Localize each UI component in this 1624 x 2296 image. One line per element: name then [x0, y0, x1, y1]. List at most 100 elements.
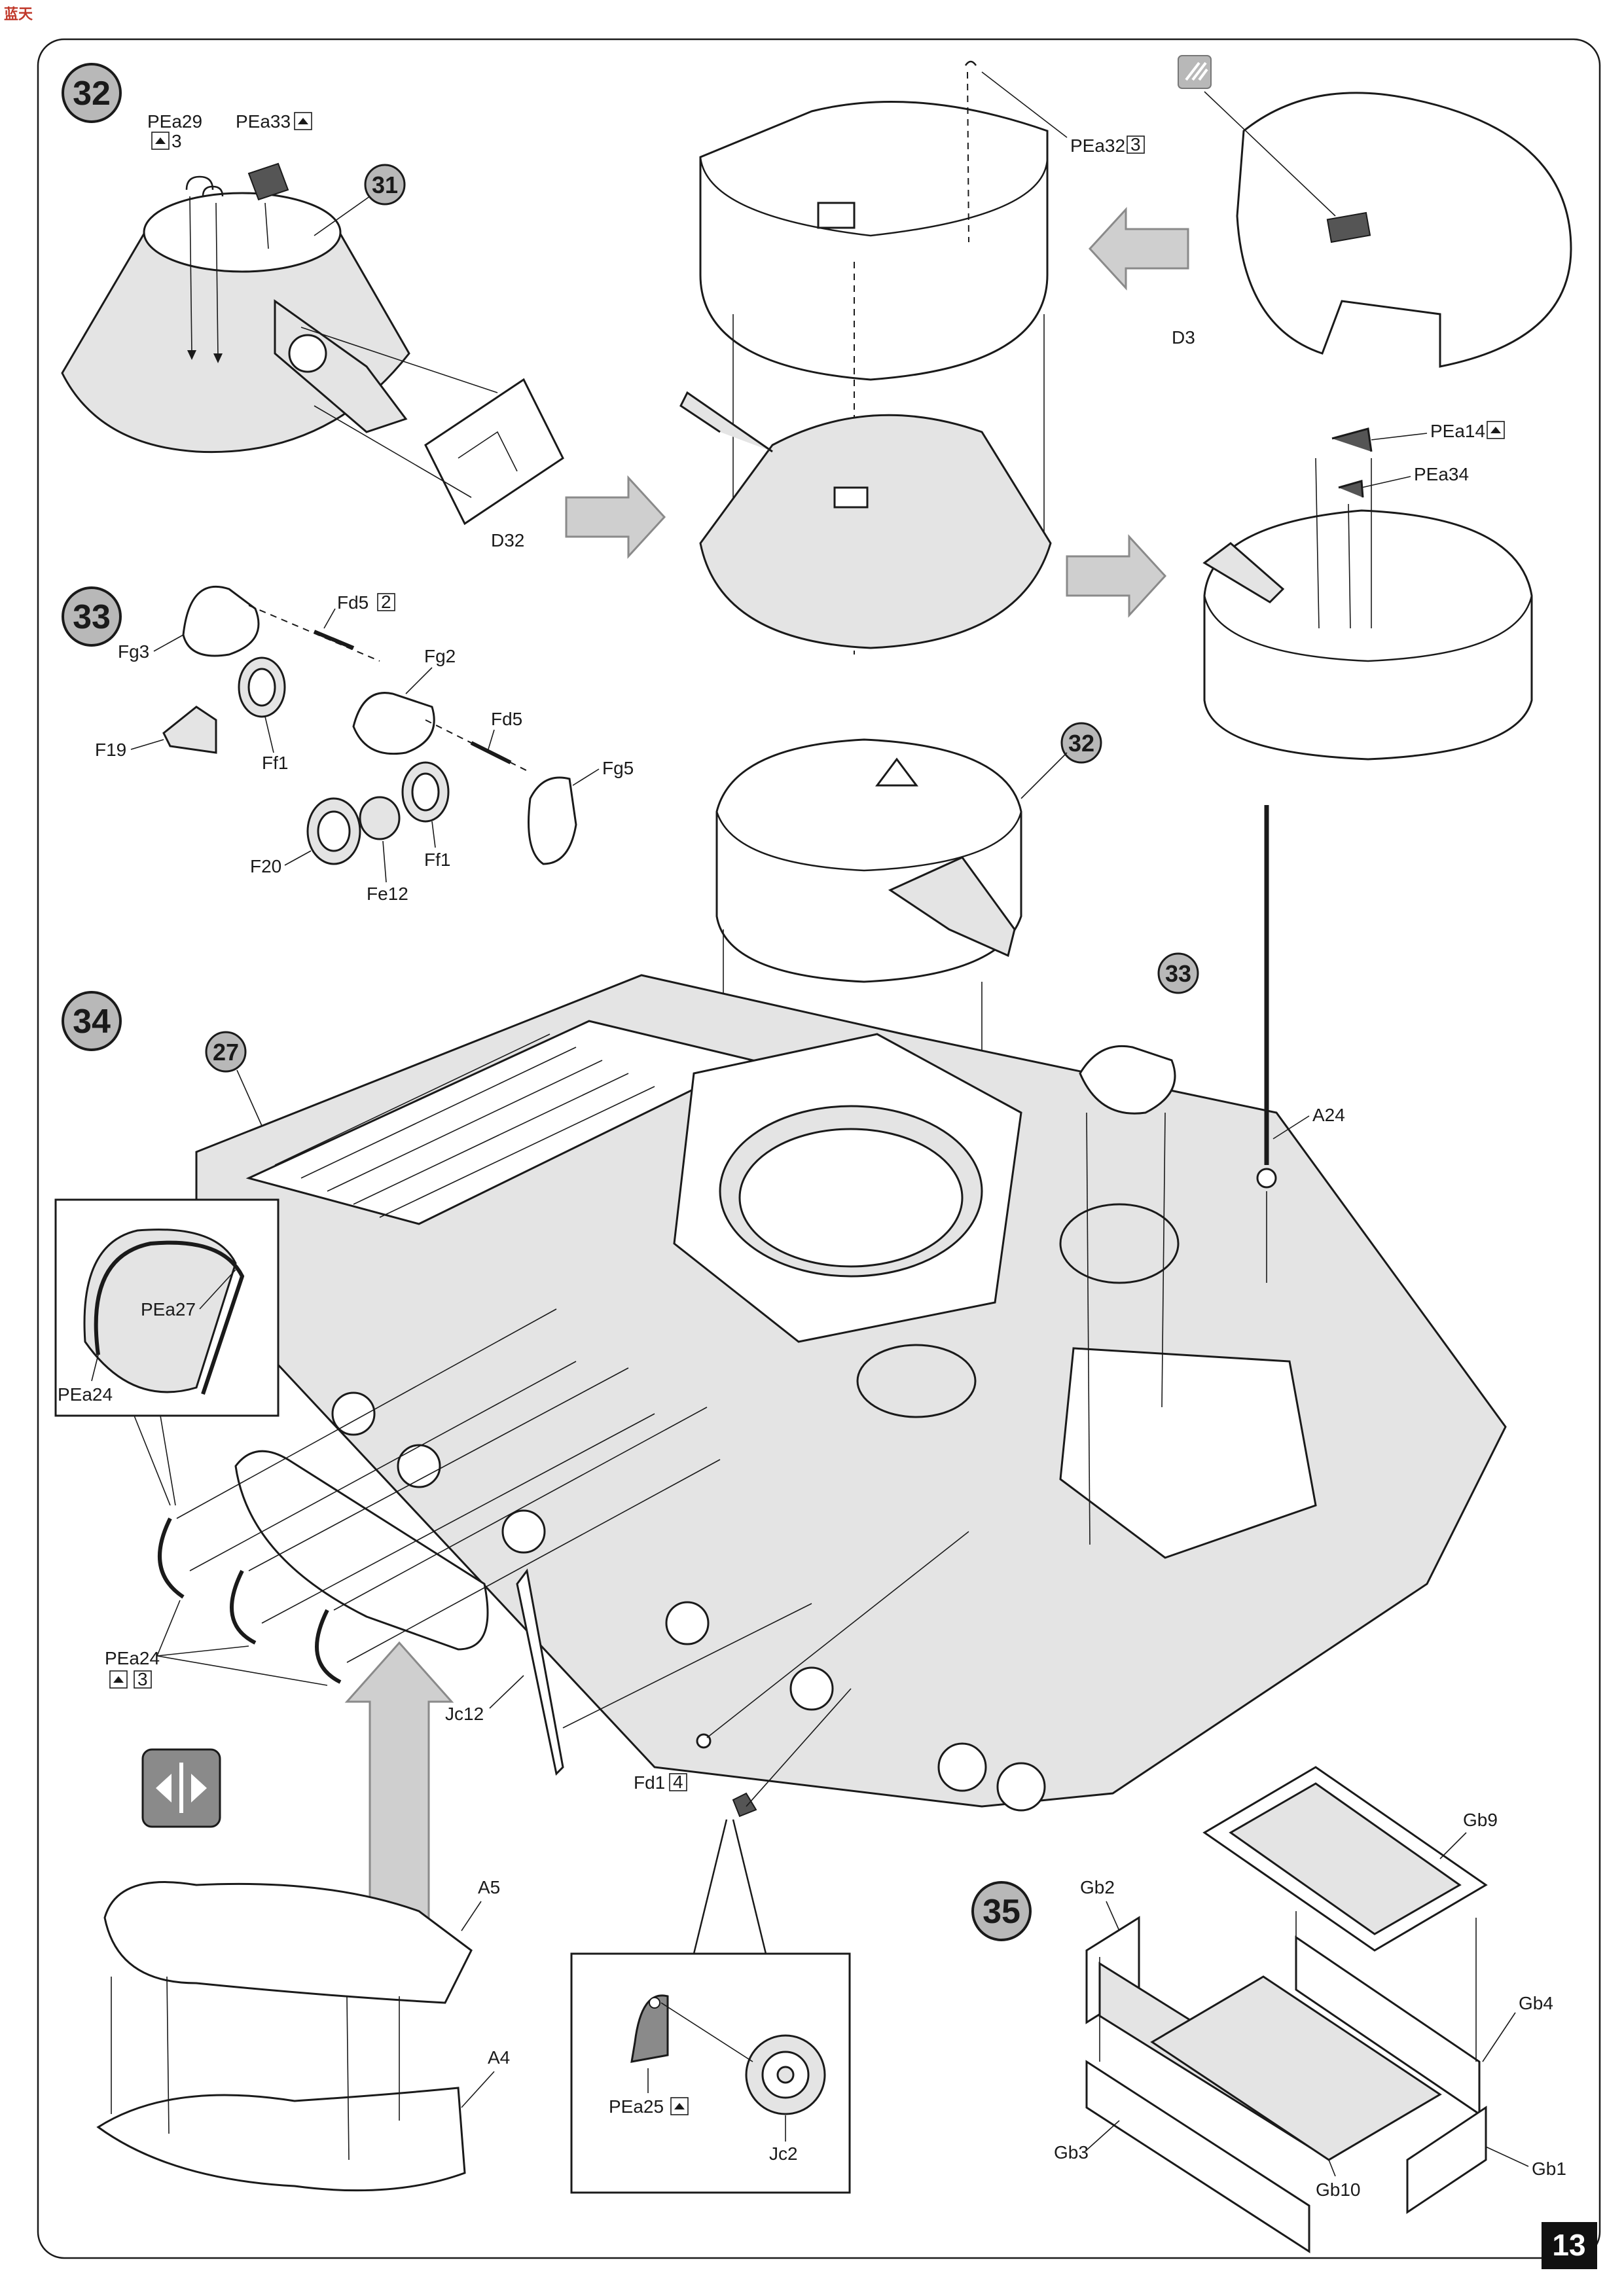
label-Fg5: Fg5 [602, 758, 634, 778]
mirror-assembly-icon [1178, 55, 1212, 89]
Gb3-part [1085, 2060, 1310, 2253]
label-D32: D32 [491, 530, 524, 550]
Fg2-part [352, 692, 435, 755]
ref-32-number: 32 [1068, 730, 1094, 757]
ref-27-number: 27 [213, 1039, 239, 1066]
A5-part [103, 1881, 473, 2004]
assembly-arrow-icon [344, 1641, 454, 1939]
step-34: 34 32 27 [54, 722, 1507, 2194]
ref-31-badge [364, 164, 406, 206]
label-PEa32: PEa32 [1070, 135, 1125, 156]
label-D3: D3 [1172, 327, 1195, 348]
inset-track-bundle [83, 1229, 237, 1393]
ref-33-number: 33 [1165, 960, 1191, 987]
PEa24-strap-3 [315, 1609, 342, 1684]
label-Gb9: Gb9 [1463, 1810, 1498, 1830]
photo-etch-icon [151, 132, 170, 150]
label-Fg2: Fg2 [424, 646, 456, 666]
label-Fd5-a-qty: 2 [381, 592, 391, 612]
driver-hatch [1059, 1203, 1180, 1284]
Gb1-part [1406, 2106, 1487, 2214]
PEa24-strap-2 [230, 1570, 257, 1645]
Fe12-part [359, 796, 401, 840]
photo-etch-icon [109, 1670, 128, 1689]
page-number-badge [1542, 2222, 1597, 2269]
Gb10-part [1150, 1975, 1442, 2161]
PEa14-part [1331, 427, 1373, 452]
photo-etch-icon [294, 112, 312, 130]
label-Jc2: Jc2 [769, 2144, 798, 2164]
photo-etch-icon [1487, 421, 1505, 439]
corner-logo: 蓝天 [4, 6, 33, 22]
hatch-opening [817, 202, 856, 229]
label-A4: A4 [488, 2047, 510, 2068]
turret-assembled-right [1203, 509, 1533, 761]
F19-part [162, 706, 217, 754]
PEa27-strap [94, 1240, 245, 1395]
assembly-arrow-icon [1066, 534, 1167, 618]
label-A24: A24 [1312, 1105, 1345, 1125]
road-wheels [331, 1391, 1046, 1812]
label-Fg3: Fg3 [118, 641, 149, 662]
turret-shield-top [143, 192, 342, 273]
label-Jc12: Jc12 [445, 1704, 484, 1724]
front-plate [1059, 1347, 1317, 1559]
gun-barrel-stub [679, 391, 773, 453]
Fd5-rod [313, 630, 355, 650]
step-32: 32 PEa29 3 PEa33 31 [61, 55, 1572, 761]
cement-icon [377, 593, 395, 611]
assembly-arrow-icon [565, 475, 666, 559]
label-PEa34: PEa34 [1414, 464, 1469, 484]
label-Gb4: Gb4 [1519, 1993, 1553, 2013]
step-badge [62, 586, 122, 647]
Jc12-part [516, 1568, 564, 1776]
step-number: 33 [73, 598, 111, 636]
label-PEa14: PEa14 [1430, 421, 1485, 441]
step-badge [62, 63, 122, 123]
Fg3-part [182, 585, 260, 657]
label-Fe12: Fe12 [367, 884, 408, 904]
page-frame [37, 38, 1601, 2259]
label-Fd5-a: Fd5 [337, 592, 369, 613]
D32-part [424, 378, 564, 526]
ref-31-number: 31 [372, 171, 398, 198]
step-33: 33 Fd5 2 Fg3 Fg2 Fd5 F19 Ff1 [62, 585, 634, 904]
label-PEa27: PEa27 [141, 1299, 196, 1319]
assembly-arrow-icon [1088, 207, 1189, 291]
photo-etch-icon [1127, 135, 1145, 154]
gun-mount-ring [288, 334, 327, 373]
label-F19: F19 [95, 740, 126, 760]
label-PEa24-a: PEa24 [58, 1384, 113, 1405]
page-number: 13 [1552, 2228, 1585, 2262]
PEa34-part [1338, 480, 1364, 498]
ref-27-badge [205, 1031, 247, 1073]
label-Fd1-qty: 4 [673, 1772, 683, 1792]
stowage-bundle [234, 1450, 489, 1651]
label-Gb3: Gb3 [1054, 2142, 1089, 2162]
PEa32-part [964, 60, 977, 66]
turret-assembled-32 [715, 738, 1022, 983]
mirror-assembly-icon [141, 1748, 221, 1828]
label-PEa25: PEa25 [609, 2096, 664, 2117]
Fd5-rod-b [470, 741, 512, 764]
label-A5: A5 [478, 1877, 500, 1897]
decal-patch [1326, 211, 1371, 243]
step-badge [62, 991, 122, 1051]
step-number: 34 [73, 1003, 111, 1041]
ref-32-badge [1060, 722, 1102, 764]
PEa24-strap-1 [158, 1517, 185, 1599]
turret-housing-D3 [699, 100, 1049, 381]
PEa29-part-2 [202, 185, 224, 197]
cement-icon [134, 1670, 152, 1689]
PEa29-part [185, 175, 214, 190]
radio-hatch [856, 1344, 977, 1418]
label-Ff1-b: Ff1 [424, 850, 450, 870]
step-number: 35 [983, 1893, 1020, 1931]
Jc2-part-small [732, 1792, 757, 1818]
label-Gb10: Gb10 [1316, 2179, 1361, 2200]
step-number: 32 [73, 75, 111, 113]
photo-etch-icon [670, 2097, 689, 2115]
step-badge [971, 1881, 1032, 1941]
gun-stub-right [1202, 542, 1285, 603]
